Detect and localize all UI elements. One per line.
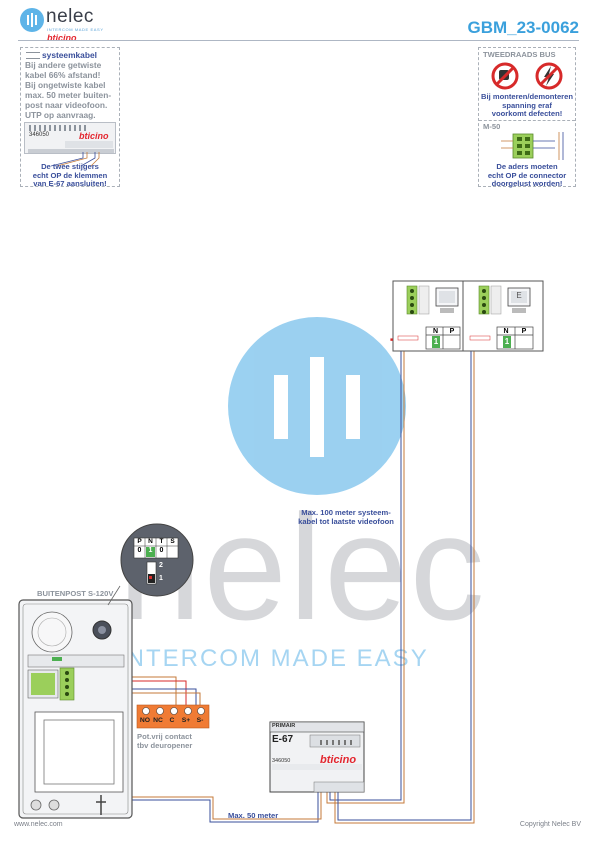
- mag-header-n: N: [148, 538, 153, 545]
- bus-note-caption-3: doorgelust worden!: [491, 179, 563, 188]
- vp1-value: 1: [433, 337, 439, 346]
- riser-wires: [50, 152, 100, 167]
- cable-note-caption-2: echt OP de klemmen: [32, 170, 108, 180]
- mag-value-t: 0: [159, 547, 164, 554]
- watermark-mark-icon: [274, 357, 360, 457]
- vp2-screen-label: E: [516, 291, 522, 300]
- bus-note-caption-1: De aders moeten: [496, 162, 558, 171]
- vp2-slot-p: P: [521, 328, 527, 335]
- brand-partner: bticino: [47, 33, 77, 43]
- terminal-c: C: [169, 717, 175, 724]
- vp1-marker: ■: [390, 337, 394, 343]
- terminal-s-plus: S+: [181, 717, 191, 724]
- cable-note-line-2: kabel 66% afstand!: [25, 70, 101, 80]
- bus-warning-2: spanning eraf: [502, 100, 552, 110]
- cable-icon: [26, 52, 40, 59]
- module-brand: bticino: [79, 131, 109, 141]
- vp1-slot-p: P: [449, 328, 455, 335]
- vp2-slot-n: N: [503, 328, 509, 335]
- mag-header-s: S: [170, 538, 175, 545]
- cable-note-line-5: post naar videofoon.: [25, 100, 108, 110]
- watermark-tagline: INTERCOM MADE EASY: [118, 645, 429, 672]
- bus-note-title: TWEEDRAADS BUS: [483, 50, 556, 59]
- m50-connector-icon: [501, 132, 564, 160]
- e67-brand: bticino: [320, 754, 357, 766]
- mag-switch-2: 2: [159, 562, 163, 569]
- videophone-1: [392, 280, 464, 352]
- cable-note-line-3: Bij ongetwiste kabel: [25, 80, 106, 90]
- bus-note-caption-2: echt OP de connector: [487, 170, 567, 180]
- footer-copyright: Copyright Nelec BV: [519, 821, 581, 828]
- cable-note-line-4: max. 50 meter buiten-: [25, 90, 112, 100]
- system-cable-label-2: kabel tot laatste videofoon: [298, 517, 394, 526]
- outdoor-station: [18, 599, 133, 819]
- cable-note-caption-1: De twee stijgers: [41, 162, 99, 171]
- terminal-no: NO: [139, 717, 151, 724]
- vp2-value: 1: [504, 337, 510, 346]
- bus-note-divider: [479, 120, 575, 121]
- mag-switch-1: 1: [159, 575, 163, 582]
- terminal-s-minus: S-: [196, 717, 204, 724]
- brand-name: nelec: [46, 6, 94, 27]
- e67-code: 346050: [272, 758, 291, 764]
- terminal-nc: NC: [153, 717, 163, 724]
- cable-note-line-6: UTP op aanvraag.: [25, 110, 96, 120]
- logo-mark-icon: [27, 13, 37, 27]
- m50-label: M-50: [483, 122, 501, 131]
- e67-label: E-67: [272, 734, 294, 745]
- no-power-warning-icon: [491, 62, 563, 90]
- brand-tagline: INTERCOM MADE EASY: [47, 27, 104, 32]
- outdoor-cable-label: Max. 50 meter: [228, 811, 279, 820]
- cable-note-caption-3: van E-67 aansluiten!: [33, 179, 107, 188]
- power-supply-e67: [269, 721, 365, 793]
- vp1-slot-n: N: [432, 328, 439, 335]
- module-code: 346050: [29, 132, 50, 138]
- bus-note-box: TWEEDRAADS BUS Bij monteren/demonteren s…: [478, 47, 576, 188]
- bus-warning-1: Bij monteren/demonteren: [481, 92, 573, 101]
- cable-note-title: systeemkabel: [42, 50, 97, 60]
- cable-note-line-1: Bij andere getwiste: [25, 60, 102, 70]
- watermark-logo: [228, 317, 406, 495]
- system-cable-label-1: Max. 100 meter systeem-: [301, 508, 391, 517]
- videophone-2: [462, 280, 544, 352]
- e67-primary: PRIMAIR: [272, 723, 296, 729]
- cable-note-box: systeemkabel Bij andere getwiste kabel 6…: [20, 47, 120, 188]
- mag-header-t: T: [159, 538, 164, 545]
- outdoor-station-title: BUITENPOST S-120V: [37, 589, 114, 598]
- footer-website[interactable]: www.nelec.com: [14, 821, 63, 828]
- bus-warning-3: voorkomt defecten!: [491, 109, 563, 118]
- mag-header-p: P: [137, 538, 142, 545]
- header-divider: [18, 40, 579, 41]
- brand-logo: [20, 8, 44, 32]
- mag-value-p: 0: [137, 547, 142, 554]
- module-thumbnail: 346050 bticino: [24, 122, 116, 154]
- door-terminal: [136, 704, 210, 729]
- magnifier-detail: [107, 523, 194, 606]
- door-terminal-caption-2: tbv deuropener: [137, 741, 193, 750]
- door-terminal-caption-1: Pot.vrij contact: [137, 732, 192, 741]
- document-id: GBM_23-0062: [467, 18, 579, 37]
- mag-value-n: 1: [148, 547, 153, 554]
